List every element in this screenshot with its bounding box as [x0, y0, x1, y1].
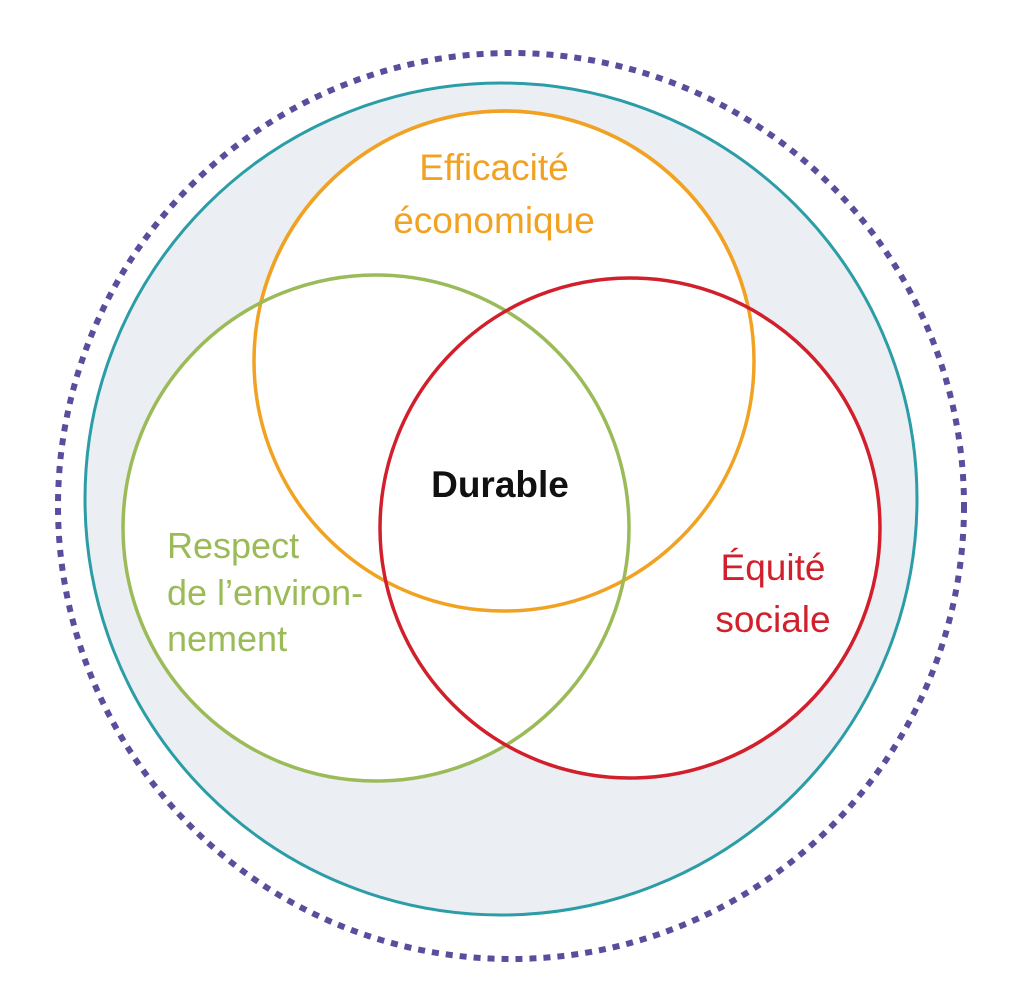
- economy-label-line: économique: [393, 200, 595, 241]
- environment-label-line: nement: [167, 618, 287, 659]
- social-label-line: sociale: [715, 599, 830, 640]
- outer-dotted-circle: [55, 50, 967, 962]
- economy-label: Efficacité économique: [393, 147, 595, 241]
- social-circle: [378, 276, 882, 780]
- environment-circle: [121, 273, 631, 783]
- economy-circle-outline: [252, 109, 756, 613]
- environment-label-line: de l’environ-: [167, 572, 363, 613]
- social-label: Équité sociale: [715, 547, 830, 640]
- environment-label: Respect de l’environ- nement: [167, 525, 363, 659]
- social-label-line: Équité: [721, 547, 826, 588]
- environment-label-line: Respect: [167, 525, 299, 566]
- economy-label-line: Efficacité: [419, 147, 568, 188]
- center-label: Durable: [431, 464, 569, 505]
